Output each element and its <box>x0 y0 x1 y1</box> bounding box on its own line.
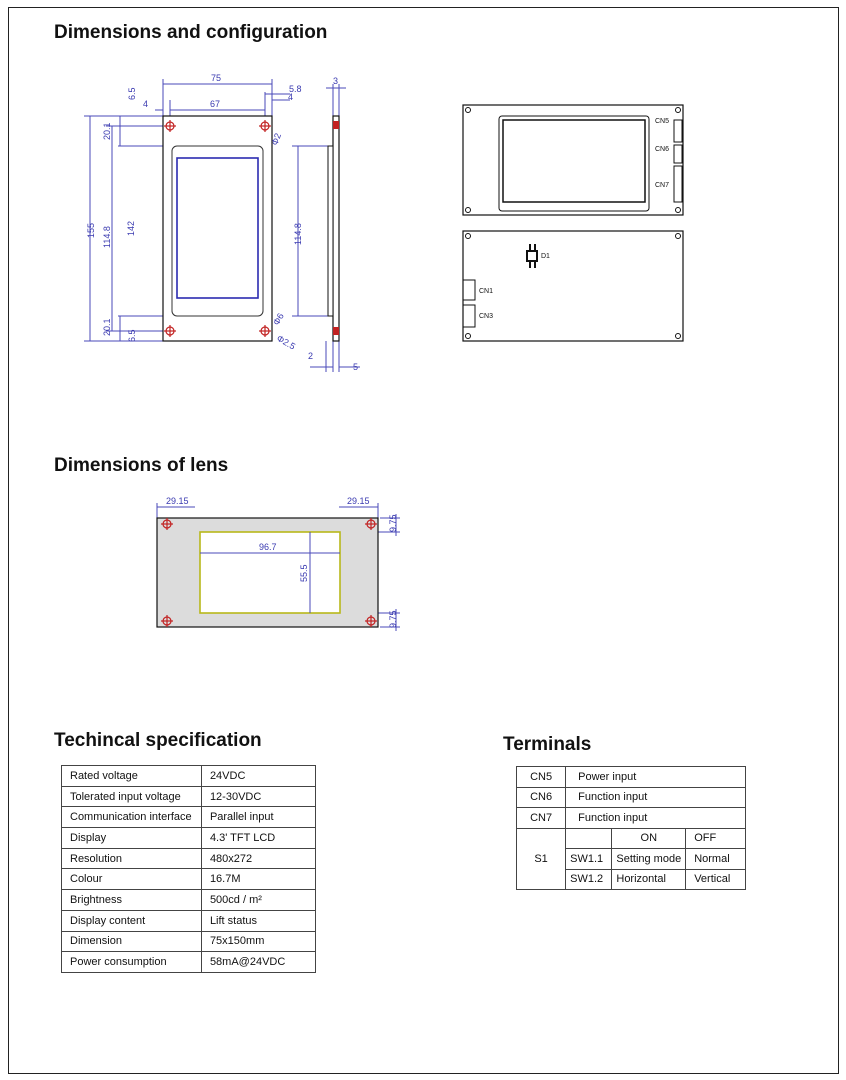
dim-6-5-top: 6.5 <box>127 87 137 100</box>
switch-on: Setting mode <box>611 848 687 870</box>
dim-side-5: 5 <box>353 362 358 372</box>
dim-side-114-8: 114.8 <box>293 223 303 245</box>
front-view-drawing: 75 67 6.5 4 5.8 4 3 155 142 20.1 20.1 11… <box>84 73 360 372</box>
cn6-label: CN6 <box>655 146 669 153</box>
cn5-label: CN5 <box>655 118 669 125</box>
board-front-view: CN5 CN6 CN7 <box>462 104 684 216</box>
dim-4-right: 4 <box>288 92 293 102</box>
switch-off: Vertical <box>685 868 746 890</box>
spec-label: Brightness <box>61 889 202 911</box>
spec-label: Tolerated input voltage <box>61 785 202 808</box>
spec-label: Display content <box>61 909 202 932</box>
dim-width-67: 67 <box>210 99 220 109</box>
board-back-view: D1 CN1 CN3 <box>462 230 684 342</box>
dim-5-8: 5.8 <box>289 84 302 94</box>
terminal-name: CN6 <box>515 786 567 808</box>
switch-name: SW1.2 <box>565 868 613 890</box>
lens-drawing: 29.15 29.15 96.7 55.5 9.75 9.75 <box>156 496 400 631</box>
table-row: SW1.2 Horizontal Vertical <box>517 868 746 890</box>
lens-dim-top: 9.75 <box>388 514 398 532</box>
drawings: 75 67 6.5 4 5.8 4 3 155 142 20.1 20.1 11… <box>84 73 684 631</box>
terminal-desc: Function input <box>565 807 746 829</box>
spec-label: Resolution <box>61 847 202 870</box>
cn3-label: CN3 <box>479 313 493 320</box>
spec-label: Dimension <box>61 930 202 953</box>
terminals-table: CN5 Power input CN6 Function input CN7 F… <box>515 766 746 890</box>
switch-on: Horizontal <box>611 868 687 890</box>
cn1-label: CN1 <box>479 288 493 295</box>
heading-lens: Dimensions of lens <box>54 455 229 476</box>
heading-spec: Techincal specification <box>54 730 262 751</box>
dim-20-1-top: 20.1 <box>102 122 112 140</box>
page-border <box>8 7 839 1074</box>
spec-label: Colour <box>61 868 202 891</box>
spec-value: 4.3' TFT LCD <box>200 827 317 849</box>
d1-label: D1 <box>541 253 550 260</box>
table-row: CN7 Function input <box>515 807 746 829</box>
switch-off: Normal <box>685 848 746 870</box>
spec-value: 24VDC <box>200 765 317 787</box>
spec-value: Lift status <box>200 909 317 932</box>
switch-header-off: OFF <box>685 827 746 849</box>
spec-value: 480x272 <box>200 847 317 870</box>
dim-hole-bottom-b: Φ2.5 <box>275 333 297 352</box>
cn7-label: CN7 <box>655 182 669 189</box>
terminal-name: CN7 <box>515 807 567 829</box>
spec-label: Power consumption <box>61 951 202 973</box>
switch-name: SW1.1 <box>565 848 613 870</box>
dim-height-155: 155 <box>86 223 96 238</box>
spec-label: Display <box>61 827 202 849</box>
dim-side-2: 2 <box>308 351 313 361</box>
dim-6-5-bottom: 6.5 <box>127 329 137 342</box>
spec-value: 58mA@24VDC <box>200 951 317 973</box>
terminal-desc: Power input <box>565 766 746 788</box>
switch-header-on: ON <box>611 827 687 849</box>
terminal-name: S1 <box>515 827 567 890</box>
lens-dim-left: 29.15 <box>166 496 189 506</box>
dim-20-1-bottom: 20.1 <box>102 318 112 336</box>
table-row: S1 ON OFF <box>515 827 746 890</box>
dim-width-75: 75 <box>211 73 221 83</box>
heading-dimensions: Dimensions and configuration <box>54 22 328 43</box>
spec-label: Communication interface <box>61 806 202 829</box>
dim-4: 4 <box>143 99 148 109</box>
spec-label: Rated voltage <box>61 765 202 787</box>
table-row: CN5 Power input <box>515 766 746 788</box>
spec-value: 12-30VDC <box>200 785 317 808</box>
dim-3: 3 <box>333 76 338 86</box>
spec-value: 500cd / m² <box>200 889 317 911</box>
lens-dim-bottom: 9.75 <box>388 610 398 628</box>
dim-height-142: 142 <box>126 221 136 236</box>
switch-header-blank <box>565 827 613 849</box>
table-row: CN6 Function input <box>515 786 746 808</box>
lens-dim-right: 29.15 <box>347 496 370 506</box>
terminal-name: CN5 <box>515 766 567 788</box>
spec-value: Parallel input <box>200 806 317 829</box>
dim-hole-top: Φ2 <box>269 132 283 147</box>
spec-value: 16.7M <box>200 868 317 891</box>
lens-dim-height: 55.5 <box>299 564 309 582</box>
terminal-desc: Function input <box>565 786 746 808</box>
spec-value: 75x150mm <box>200 930 317 953</box>
heading-terminals: Terminals <box>503 734 592 755</box>
dim-hole-bottom-a: Φ6 <box>271 311 286 327</box>
lens-dim-width: 96.7 <box>259 542 277 552</box>
dim-114-8: 114.8 <box>102 226 112 248</box>
